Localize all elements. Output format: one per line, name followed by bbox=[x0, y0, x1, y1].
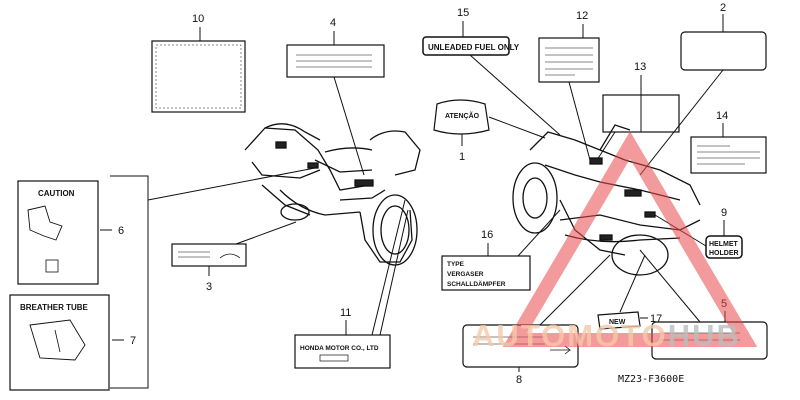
watermark-part3: HUB bbox=[668, 318, 741, 353]
label-10: 10 bbox=[151, 13, 246, 113]
callout-16: 16 bbox=[481, 229, 493, 241]
label-3: 3 bbox=[171, 221, 297, 293]
label-4: 4 bbox=[286, 17, 385, 176]
vergaser-line: VERGASER bbox=[447, 271, 484, 278]
callout-11: 11 bbox=[340, 307, 351, 319]
label-15: UNLEADED FUEL ONLY 15 bbox=[422, 7, 561, 136]
watermark-triangle bbox=[502, 131, 758, 347]
diagram-code: MZ23-F3600E bbox=[618, 374, 684, 385]
callout-9: 9 bbox=[721, 207, 727, 219]
callout-7: 7 bbox=[130, 335, 136, 347]
watermark: AUTOMOTOHUB bbox=[472, 131, 758, 353]
caution-label: CAUTION bbox=[38, 189, 75, 198]
type-line: TYPE bbox=[447, 261, 465, 268]
label-16: TYPE VERGASER SCHALLDÄMPFER 16 bbox=[441, 209, 561, 291]
watermark-part2: MOTO bbox=[567, 318, 667, 353]
callout-13: 13 bbox=[634, 61, 646, 73]
motorcycle-front-view bbox=[512, 124, 701, 276]
callout-6: 6 bbox=[118, 225, 124, 237]
label-7: BREATHER TUBE 7 bbox=[9, 294, 136, 391]
callout-3: 3 bbox=[206, 281, 212, 293]
helmet-label-line2: HOLDER bbox=[709, 250, 739, 257]
label-17: NEW 17 bbox=[597, 254, 662, 330]
callout-2: 2 bbox=[720, 2, 726, 14]
label-13: 13 bbox=[596, 61, 680, 161]
callout-14: 14 bbox=[716, 110, 728, 122]
honda-label: HONDA MOTOR CO., LTD bbox=[300, 345, 379, 352]
callout-17: 17 bbox=[650, 313, 662, 325]
label-6: CAUTION 6 bbox=[17, 180, 124, 285]
callout-12: 12 bbox=[576, 10, 588, 22]
callout-15: 15 bbox=[457, 7, 469, 19]
new-label: NEW bbox=[609, 319, 626, 326]
callout-10: 10 bbox=[192, 13, 204, 25]
callout-4: 4 bbox=[330, 17, 336, 29]
helmet-label-line1: HELMET bbox=[709, 241, 739, 248]
bracket bbox=[110, 175, 149, 389]
watermark-text: AUTOMOTOHUB bbox=[472, 318, 741, 353]
unleaded-label: UNLEADED FUEL ONLY bbox=[428, 43, 520, 52]
breather-label: BREATHER TUBE bbox=[20, 303, 89, 312]
label-11: HONDA MOTOR CO., LTD 11 bbox=[294, 199, 409, 369]
motorcycle-rear-view bbox=[244, 123, 421, 266]
label-2: 2 bbox=[639, 2, 767, 176]
label-12: 12 bbox=[538, 10, 600, 161]
watermark-part1: AUTO bbox=[472, 318, 567, 353]
schall-line: SCHALLDÄMPFER bbox=[447, 280, 506, 288]
callout-8: 8 bbox=[516, 374, 522, 386]
label-1: ATENÇÃO 1 bbox=[433, 99, 546, 163]
callout-1: 1 bbox=[459, 151, 465, 163]
atencao-label: ATENÇÃO bbox=[445, 111, 480, 120]
label-14: 14 bbox=[690, 110, 767, 174]
